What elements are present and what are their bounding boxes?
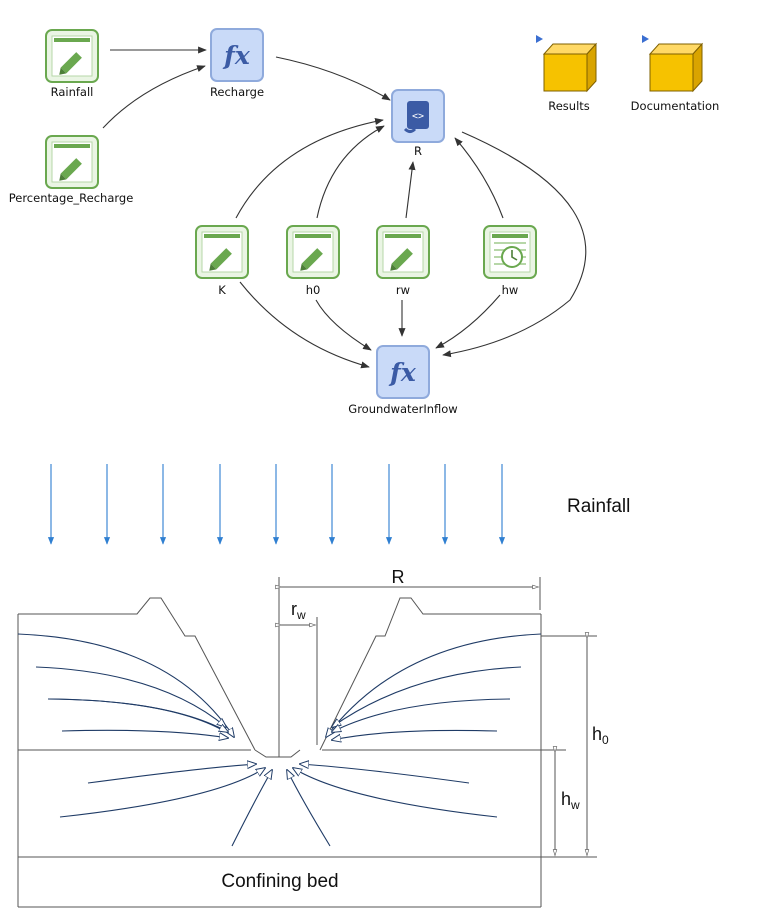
- initial-head-label: h0: [592, 724, 609, 747]
- connector-percentage-recharge: [102, 65, 206, 129]
- hw-label: hw: [502, 283, 519, 297]
- well-depression: [254, 749, 301, 758]
- rainfall-schematic-label: Rainfall: [567, 496, 630, 517]
- expand-arrow-icon[interactable]: [642, 35, 649, 43]
- h0-node[interactable]: [286, 225, 340, 279]
- hw-node[interactable]: [483, 225, 537, 279]
- well-radius-label: rw: [291, 599, 306, 622]
- flow-line: [293, 768, 498, 818]
- percentage-recharge-node[interactable]: [45, 135, 99, 189]
- k-node[interactable]: [195, 225, 249, 279]
- flow-line: [59, 768, 265, 818]
- well-head-label: hw: [561, 789, 580, 812]
- flow-line: [326, 633, 542, 737]
- connector-r-groundwater: [442, 131, 587, 358]
- r-node[interactable]: <>: [391, 89, 445, 143]
- aquifer-cross-section: [17, 597, 542, 908]
- flow-line: [287, 770, 331, 847]
- connector-k-groundwater: [239, 281, 370, 369]
- results-container-node[interactable]: [536, 35, 598, 93]
- r-label: R: [414, 144, 422, 158]
- flow-lines: [17, 633, 542, 847]
- pencil-icon: [59, 52, 82, 75]
- connector-h0-groundwater: [315, 299, 372, 351]
- container-box-icon: [649, 53, 694, 92]
- flow-line: [332, 729, 498, 740]
- flow-line: [61, 729, 228, 738]
- flow-line: [300, 764, 470, 784]
- radius-label: R: [392, 567, 405, 587]
- results-label: Results: [548, 99, 590, 113]
- model-connectors: [102, 46, 587, 369]
- connector-rw-r: [405, 161, 416, 219]
- script-scroll-icon: [407, 101, 429, 129]
- connector-recharge-r: [275, 56, 391, 101]
- pencil-icon: [59, 158, 82, 181]
- pencil-icon: [300, 248, 323, 271]
- connector-k-r: [235, 118, 384, 219]
- flow-line: [35, 666, 226, 727]
- rainfall-node[interactable]: [45, 29, 99, 83]
- flow-line: [17, 633, 234, 737]
- rainfall-arrows: [47, 464, 506, 545]
- function-icon: fx: [222, 41, 251, 70]
- h0-label: h0: [306, 283, 321, 297]
- pencil-icon: [390, 248, 413, 271]
- flow-line: [332, 698, 511, 732]
- percentage-recharge-label: Percentage_Recharge: [9, 191, 134, 205]
- pencil-icon: [209, 248, 232, 271]
- k-label: K: [218, 283, 226, 297]
- flow-line: [87, 764, 256, 784]
- flow-line: [47, 698, 227, 733]
- flow-line: [332, 666, 522, 727]
- groundwater-inflow-label: GroundwaterInflow: [348, 402, 457, 416]
- connector-h0-r: [316, 125, 385, 219]
- groundwater-inflow-node[interactable]: fx: [376, 345, 430, 399]
- ground-surface: [18, 597, 541, 751]
- function-icon: fx: [388, 358, 417, 387]
- recharge-node[interactable]: fx: [210, 28, 264, 82]
- rainfall-label: Rainfall: [51, 85, 94, 99]
- confining-bed-label: Confining bed: [221, 871, 338, 892]
- svg-text:<>: <>: [412, 111, 424, 122]
- rw-label: rw: [396, 283, 410, 297]
- dimension-lines: [279, 577, 597, 858]
- documentation-label: Documentation: [631, 99, 720, 113]
- recharge-label: Recharge: [210, 85, 264, 99]
- container-box-icon: [543, 53, 588, 92]
- documentation-container-node[interactable]: [642, 35, 704, 93]
- flow-line: [231, 770, 272, 847]
- expand-arrow-icon[interactable]: [536, 35, 543, 43]
- connector-hw-r: [454, 137, 504, 219]
- connector-hw-groundwater: [435, 294, 501, 349]
- rw-node[interactable]: [376, 225, 430, 279]
- flow-line: [47, 698, 228, 732]
